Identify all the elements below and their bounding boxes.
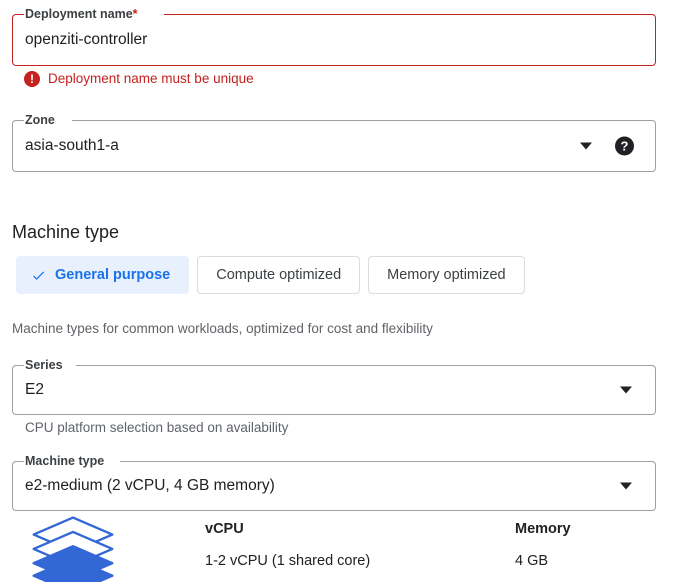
series-outline: Series (12, 357, 656, 415)
zone-field[interactable]: Zone asia-south1-a ? (12, 112, 656, 172)
help-icon[interactable]: ? (615, 136, 634, 156)
series-field[interactable]: Series E2 (12, 357, 656, 415)
spec-column-vcpu: vCPU 1-2 vCPU (1 shared core) (205, 519, 370, 571)
machine-type-selected-value[interactable]: e2-medium (2 vCPU, 4 GB memory) (25, 477, 275, 494)
machine-type-tabs: General purpose Compute optimized Memory… (16, 256, 525, 294)
check-icon (33, 271, 45, 280)
deployment-name-error: ! Deployment name must be unique (24, 70, 254, 88)
layers-stack-icon (32, 516, 114, 582)
tab-general-purpose-label: General purpose (55, 267, 171, 283)
spec-memory-value: 4 GB (515, 553, 549, 569)
series-selected-value[interactable]: E2 (25, 381, 44, 398)
error-message: Deployment name must be unique (48, 71, 254, 86)
series-label: Series (24, 357, 64, 373)
machine-type-tabs-helper: Machine types for common workloads, opti… (12, 321, 433, 336)
spec-vcpu-header: vCPU (205, 521, 244, 537)
deployment-name-field[interactable]: Deployment name* openziti-controller (12, 6, 656, 66)
chevron-down-icon[interactable] (620, 386, 632, 394)
spec-column-memory: Memory 4 GB (515, 519, 571, 571)
machine-type-heading: Machine type (12, 222, 120, 242)
error-icon: ! (24, 71, 40, 87)
tab-general-purpose[interactable]: General purpose (16, 256, 190, 294)
tab-compute-optimized-label: Compute optimized (216, 267, 342, 283)
machine-type-field-label: Machine type (24, 453, 106, 469)
spec-memory-header: Memory (515, 521, 571, 537)
machine-type-field[interactable]: Machine type e2-medium (2 vCPU, 4 GB mem… (12, 453, 656, 511)
chevron-down-icon[interactable] (580, 142, 592, 150)
deployment-name-label: Deployment name* (24, 6, 139, 22)
chevron-down-icon[interactable] (620, 482, 632, 490)
spec-vcpu-value: 1-2 vCPU (1 shared core) (205, 553, 371, 569)
required-asterisk: * (132, 7, 138, 21)
tab-memory-optimized[interactable]: Memory optimized (368, 256, 525, 294)
zone-label: Zone (24, 112, 56, 128)
tab-memory-optimized-label: Memory optimized (387, 267, 506, 283)
tab-compute-optimized[interactable]: Compute optimized (197, 256, 361, 294)
zone-selected-value[interactable]: asia-south1-a (25, 137, 119, 154)
series-helper: CPU platform selection based on availabi… (25, 420, 289, 435)
deployment-name-input-value[interactable]: openziti-controller (25, 31, 148, 48)
